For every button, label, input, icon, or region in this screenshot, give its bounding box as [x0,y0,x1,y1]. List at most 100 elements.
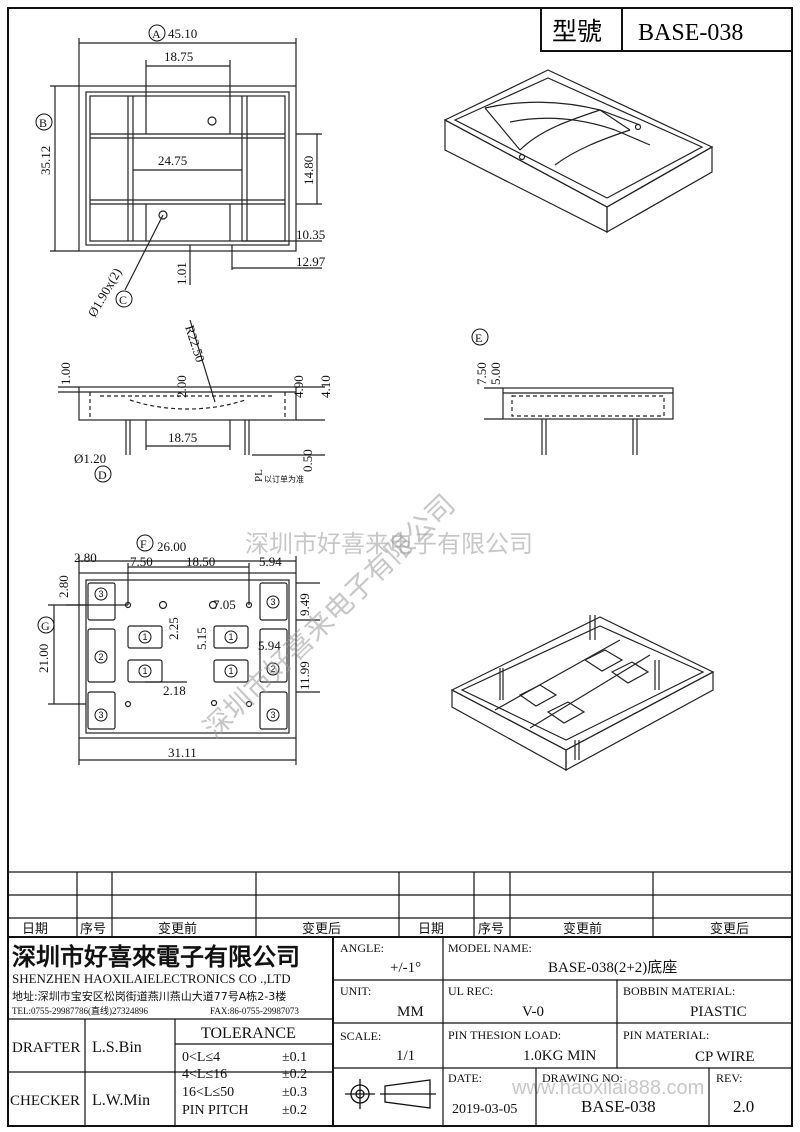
dim-b-2600: 26.00 [157,539,186,554]
rev-before-header-1: 变更前 [158,921,197,937]
pad-1-b: 1 [142,666,147,676]
date-value: 2019-03-05 [452,1102,517,1117]
drafter-name: L.S.Bin [92,1039,142,1056]
rev-value: 2.0 [733,1097,754,1116]
dim-e-500: 5.00 [488,362,503,385]
bottom-view-labels: 2.80 2.80 F 26.00 7.50 18.50 5.94 9.49 2… [36,534,312,760]
end-view [484,387,674,455]
rev-before-header-2: 变更前 [563,921,602,937]
company-name-en: SHENZHEN HAOXILAIELECTRONICS CO .,LTD [12,971,291,986]
model-value: BASE-038 [638,20,743,46]
tol-value-1: ±0.1 [282,1050,307,1065]
scale-label: SCALE: [340,1029,381,1043]
dim-pin-dia: Ø1.20 [74,451,106,466]
label-d: D [98,468,107,482]
tol-range-2: 4<L≤16 [182,1067,227,1082]
label-f: F [140,537,147,551]
label-a: A [152,27,161,41]
company-name-cn: 深圳市好喜來電子有限公司 [12,943,300,971]
dim-mid-height: 14.80 [301,156,316,185]
people-block: DRAFTER L.S.Bin CHECKER L.W.Min [10,1039,150,1109]
pin-material-label: PIN MATERIAL: [623,1028,709,1042]
pl-mark: PL [253,469,265,482]
title-block-grid [8,937,792,1126]
dim-b-280b: 2.80 [56,575,71,598]
dim-side-050: 0.50 [300,449,315,472]
model-name-value: BASE-038(2+2)底座 [548,959,677,976]
rev-after-header-1: 变更后 [302,921,341,937]
side-view-labels: 1.00 R22.50 2.00 18.75 4.90 4.10 0.50 Ø1… [58,323,333,484]
side-view [58,319,325,456]
tol-value-3: ±0.3 [282,1085,307,1100]
pad-3-tr: 3 [270,597,275,607]
watermark-diagonal: 深圳市好喜来电子有限公司 [197,488,462,745]
watermark-url: www.haoxilai888.com [511,1077,704,1099]
company-fax: FAX:86-0755-29987073 [210,1006,299,1016]
bottom-view-pad-numbers: 3 2 3 3 2 3 1 1 1 1 [98,589,275,720]
tol-range-4: PIN PITCH [182,1103,249,1118]
spec-block: ANGLE: +/-1° UNIT: MM SCALE: 1/1 MODEL N… [340,941,755,1117]
end-view-labels: E 7.50 5.00 [471,328,503,385]
bobbin-label: BOBBIN MATERIAL: [623,984,735,998]
dim-b-949: 9.49 [297,593,312,616]
rev-seq-header-2: 序号 [478,922,504,937]
rev-after-header-2: 变更后 [710,921,749,937]
dim-1297: 12.97 [296,254,326,269]
dim-side-200: 2.00 [174,375,189,398]
revision-table [8,871,792,938]
tol-value-2: ±0.2 [282,1067,307,1082]
pad-1-c: 1 [228,632,233,642]
dim-b-2100: 21.00 [36,644,51,673]
watermark-company: 深圳市好喜来电子有限公司 [245,530,533,558]
dim-101: 1.01 [174,262,189,285]
dim-b-1850: 18.50 [186,554,215,569]
tolerance-block: TOLERANCE 0<L≤4 ±0.1 4<L≤16 ±0.2 16<L≤50… [182,1025,307,1118]
rev-label: REV: [716,1071,742,1085]
rev-seq-header-1: 序号 [80,922,106,937]
projection-symbol-icon [345,1079,436,1109]
model-name-label: MODEL NAME: [448,941,532,955]
dim-b-1199: 11.99 [297,661,312,690]
dim-e-750: 7.50 [474,362,489,385]
pl-note: 以订单为准 [264,474,304,484]
company-tel: TEL:0755-29987786(直线)27324896 [12,1005,148,1016]
pad-1-a: 1 [142,632,147,642]
top-view [50,38,322,291]
tolerance-label: TOLERANCE [201,1025,296,1042]
pin-material-value: CP WIRE [695,1049,755,1065]
bottom-view [48,556,320,765]
dim-side-490: 4.90 [291,375,306,398]
dim-b-705: 7.05 [213,597,236,612]
model-label: 型號 [552,17,602,46]
dim-side-1875: 18.75 [168,430,197,445]
dim-width-total: 45.10 [168,26,197,41]
drawing-no-label: DRAWING NO: [542,1071,623,1085]
checker-name: L.W.Min [92,1092,150,1109]
bottom-view-pads [94,587,280,722]
sheet-border [7,7,793,1127]
dim-height-total: 35.12 [38,146,53,175]
dim-b-3111: 31.11 [168,745,197,760]
tol-value-4: ±0.2 [282,1103,307,1118]
dim-b-515: 5.15 [194,627,209,650]
dim-side-100: 1.00 [58,362,73,385]
tol-range-3: 16<L≤50 [182,1085,234,1100]
tol-range-1: 0<L≤4 [182,1050,220,1065]
pad-2-l: 2 [98,652,103,662]
revision-headers: 日期 序号 变更前 变更后 日期 序号 变更前 变更后 [22,921,749,937]
pad-2-r: 2 [270,664,275,674]
date-label: DATE: [448,1071,482,1085]
company-address: 地址:深圳市宝安区松岗街道燕川燕山大道77号A栋2-3楼 [12,989,286,1003]
pad-3-tl: 3 [98,589,103,599]
dim-b-280a: 2.80 [74,550,97,565]
dim-b-225: 2.25 [166,617,181,640]
dim-1035: 10.35 [296,227,325,242]
pad-1-d: 1 [228,666,233,676]
label-b: B [39,116,47,130]
dim-radius: R22.50 [182,323,208,364]
pad-3-br: 3 [270,710,275,720]
bobbin-value: PIASTIC [690,1004,747,1020]
model-header: 型號 BASE-038 [540,7,793,52]
pin-load-value: 1.0KG MIN [523,1048,596,1064]
